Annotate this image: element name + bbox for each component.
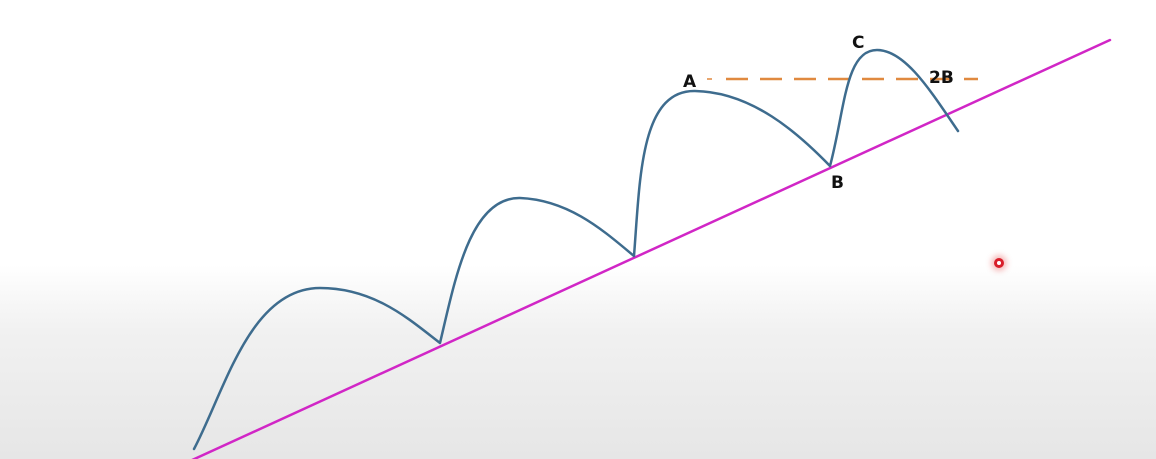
trendline <box>191 38 1112 459</box>
label-c: C <box>852 33 864 53</box>
label-b: B <box>831 173 844 193</box>
cursor-dot-icon <box>994 258 1004 268</box>
price-path <box>192 48 960 451</box>
label-2b: 2B <box>929 68 954 88</box>
label-a: A <box>683 72 697 92</box>
